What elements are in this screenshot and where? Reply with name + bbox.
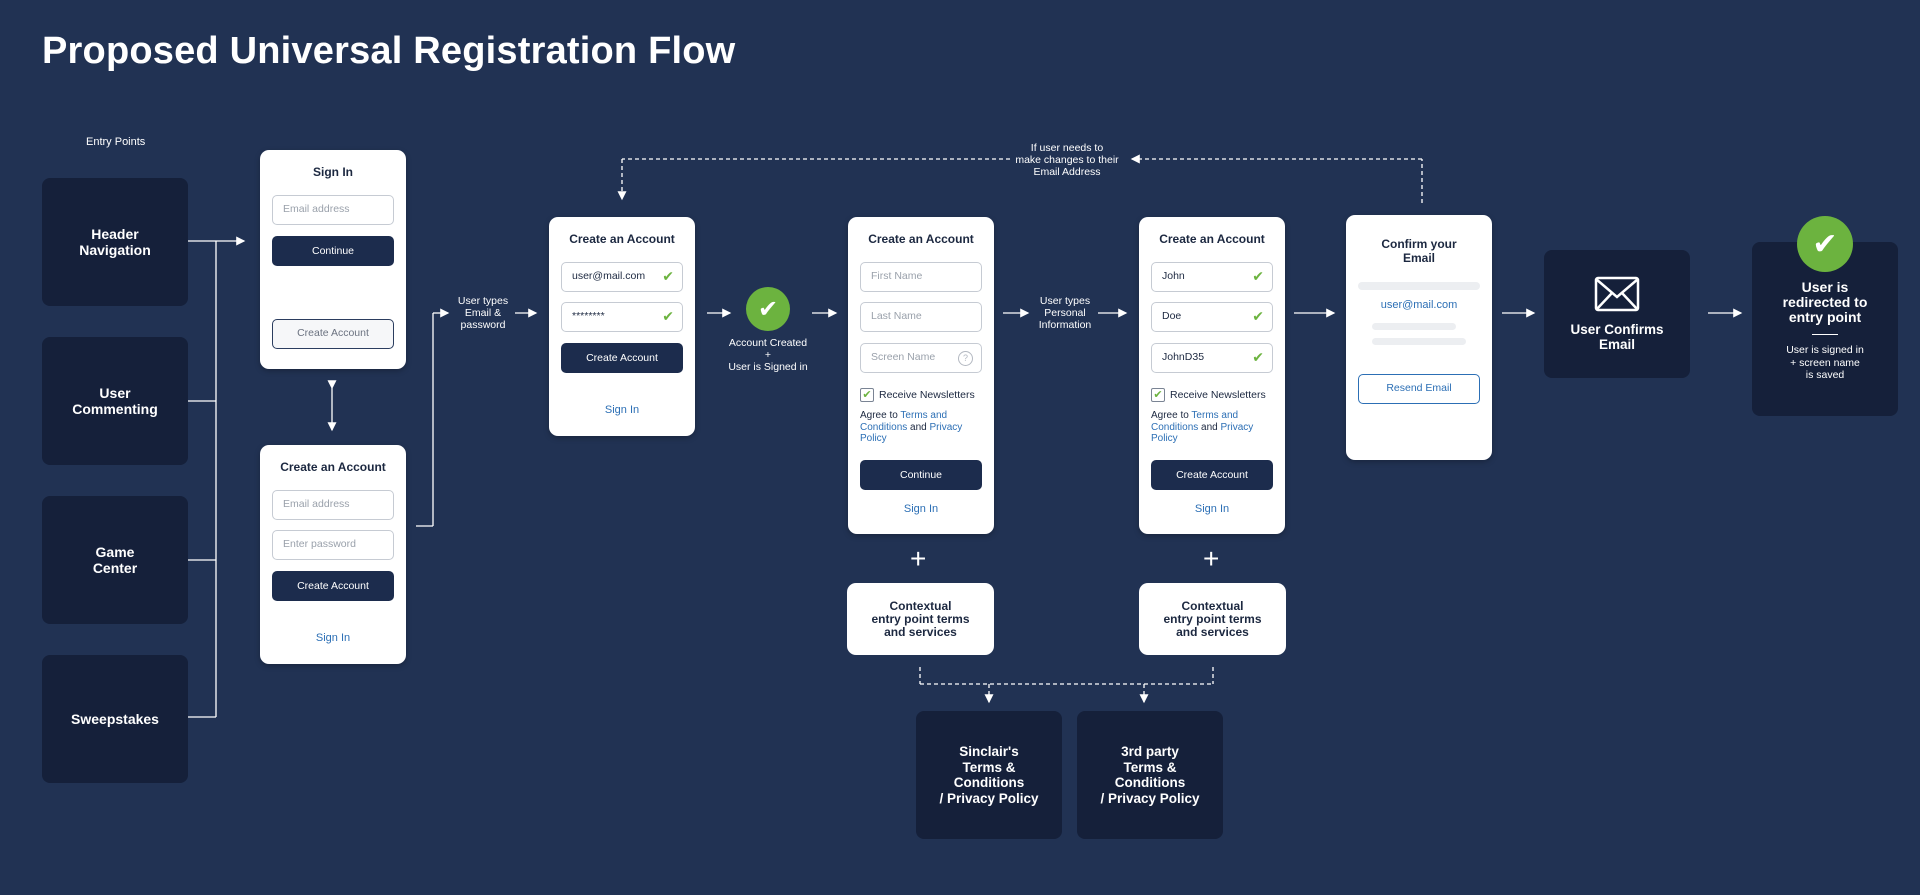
newsletter-checkbox[interactable]: ✔ Receive Newsletters [1151, 388, 1266, 402]
check-icon: ✔ [662, 268, 674, 284]
terms-link[interactable]: Terms and Conditions [1151, 410, 1239, 433]
first-name-value: John [1162, 270, 1185, 282]
check-icon: ✔ [662, 308, 674, 324]
agree-to-text: Agree to [860, 410, 898, 421]
sign-in-title: Sign In [313, 165, 353, 179]
envelope-icon [1594, 276, 1640, 311]
user-confirms-label: User Confirms Email [1570, 321, 1664, 353]
contextual-terms-box: Contextual entry point terms and service… [847, 583, 994, 655]
page-title: Proposed Universal Registration Flow [42, 30, 736, 72]
confirm-email-card: Confirm your Email user@mail.com Resend … [1346, 215, 1492, 460]
terms-agreement: Agree to Terms and Conditions and Privac… [860, 410, 982, 445]
newsletter-label: Receive Newsletters [879, 389, 975, 401]
continue-button[interactable]: Continue [272, 236, 394, 266]
screen-name-placeholder: Screen Name [871, 351, 936, 363]
terms-agreement: Agree to Terms and Conditions and Privac… [1151, 410, 1273, 445]
entry-game-center: Game Center [42, 496, 188, 624]
resend-email-button[interactable]: Resend Email [1358, 374, 1480, 404]
email-value: user@mail.com [572, 270, 646, 282]
help-icon[interactable]: ? [958, 351, 973, 366]
check-icon: ✔ [1252, 308, 1264, 324]
note-types-personal: User types Personal Information [1038, 295, 1092, 331]
sinclair-terms-box: Sinclair's Terms & Conditions / Privacy … [916, 711, 1062, 839]
create-account-title: Create an Account [1159, 232, 1265, 246]
last-name-field[interactable]: Doe ✔ [1151, 302, 1273, 332]
user-confirms-email-box: User Confirms Email [1544, 250, 1690, 378]
check-icon: ✔ [1797, 216, 1853, 272]
privacy-link[interactable]: Privacy Policy [1151, 421, 1254, 445]
sign-in-link[interactable]: Sign In [1194, 503, 1230, 515]
entry-points-caption: Entry Points [86, 136, 146, 148]
privacy-link[interactable]: Privacy Policy [860, 421, 963, 445]
newsletter-checkbox[interactable]: ✔ Receive Newsletters [860, 388, 975, 402]
note-account-created: Account Created + User is Signed in [728, 337, 808, 373]
email-field[interactable]: Email address [272, 490, 394, 520]
create-account-button[interactable]: Create Account [272, 319, 394, 349]
password-field[interactable]: Enter password [272, 530, 394, 560]
entry-header-navigation: Header Navigation [42, 178, 188, 306]
create-account-button[interactable]: Create Account [1151, 460, 1273, 490]
create-account-button[interactable]: Create Account [561, 343, 683, 373]
check-icon: ✔ [746, 287, 790, 331]
placeholder-text-bar [1358, 282, 1480, 290]
create-account-title: Create an Account [868, 232, 974, 246]
confirm-email-address: user@mail.com [1380, 299, 1458, 311]
and-text: and [910, 421, 927, 433]
create-account-title: Create an Account [280, 460, 386, 474]
screen-name-field[interactable]: JohnD35 ✔ [1151, 343, 1273, 373]
sign-in-link[interactable]: Sign In [604, 404, 640, 416]
first-name-field[interactable]: John ✔ [1151, 262, 1273, 292]
note-change-email: If user needs to make changes to their E… [1015, 142, 1119, 178]
create-account-button[interactable]: Create Account [272, 571, 394, 601]
last-name-value: Doe [1162, 310, 1182, 322]
email-field[interactable]: Email address [272, 195, 394, 225]
create-account-title: Create an Account [569, 232, 675, 246]
entry-sweepstakes: Sweepstakes [42, 655, 188, 783]
newsletter-label: Receive Newsletters [1170, 389, 1266, 401]
screen-name-value: JohnD35 [1162, 351, 1205, 363]
terms-link[interactable]: Terms and Conditions [860, 410, 948, 433]
check-icon: ✔ [1252, 349, 1264, 365]
divider [1812, 334, 1838, 335]
sign-in-link[interactable]: Sign In [315, 632, 351, 644]
email-field[interactable]: user@mail.com ✔ [561, 262, 683, 292]
placeholder-text-bar [1372, 323, 1456, 330]
first-name-field[interactable]: First Name [860, 262, 982, 292]
sign-in-card: Sign In Email address Continue Create Ac… [260, 150, 406, 369]
redirect-detail: User is signed in + screen name is saved [1786, 344, 1864, 381]
sign-in-link[interactable]: Sign In [903, 503, 939, 515]
password-field[interactable]: ******** ✔ [561, 302, 683, 332]
check-icon: ✔ [1151, 388, 1165, 402]
personal-info-card: Create an Account First Name Last Name S… [848, 217, 994, 534]
plus-icon: + [910, 543, 927, 574]
personal-info-filled-card: Create an Account John ✔ Doe ✔ JohnD35 ✔… [1139, 217, 1285, 534]
placeholder-text-bar [1372, 338, 1466, 345]
continue-button[interactable]: Continue [860, 460, 982, 490]
agree-to-text: Agree to [1151, 410, 1189, 421]
note-types-email: User types Email & password [457, 295, 509, 331]
and-text: and [1201, 421, 1218, 433]
check-icon: ✔ [860, 388, 874, 402]
contextual-terms-box: Contextual entry point terms and service… [1139, 583, 1286, 655]
confirm-email-title: Confirm your Email [1381, 237, 1457, 265]
password-value: ******** [572, 310, 605, 322]
third-party-terms-box: 3rd party Terms & Conditions / Privacy P… [1077, 711, 1223, 839]
create-account-filled-card: Create an Account user@mail.com ✔ ******… [549, 217, 695, 436]
redirect-title: User is redirected to entry point [1782, 279, 1868, 325]
screen-name-field[interactable]: Screen Name ? [860, 343, 982, 373]
check-icon: ✔ [1252, 268, 1264, 284]
plus-icon: + [1203, 543, 1220, 574]
last-name-field[interactable]: Last Name [860, 302, 982, 332]
create-account-card: Create an Account Email address Enter pa… [260, 445, 406, 664]
entry-user-commenting: User Commenting [42, 337, 188, 465]
